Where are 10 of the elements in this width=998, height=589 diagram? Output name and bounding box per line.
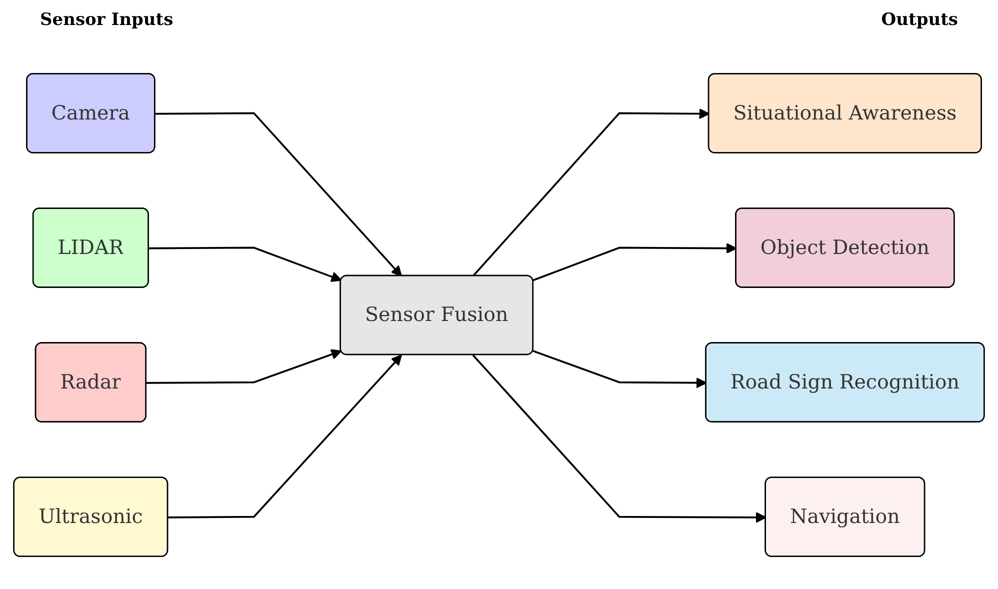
column-heading: Outputs — [881, 10, 958, 32]
arrow — [168, 354, 402, 518]
arrow — [472, 354, 766, 522]
arrow — [148, 246, 342, 282]
arrow — [146, 348, 342, 384]
arrow — [532, 242, 737, 281]
column-heading: Sensor Inputs — [40, 10, 174, 32]
arrow — [532, 350, 707, 388]
arrow — [155, 112, 402, 276]
arrow — [472, 108, 710, 276]
